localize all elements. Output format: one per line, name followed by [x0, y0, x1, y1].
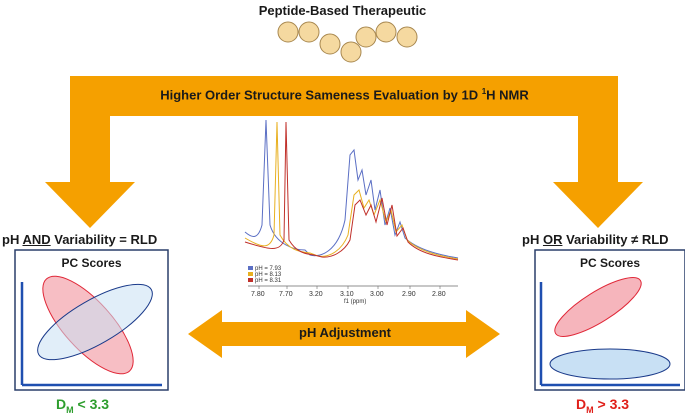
- legend-item: pH = 8.13: [248, 272, 281, 278]
- nmr-legend: pH = 7.93 pH = 8.13 pH = 8.31: [248, 266, 281, 284]
- tick-label: 3.10: [340, 291, 354, 298]
- right-panel-header: pH OR Variability ≠ RLD: [522, 232, 669, 247]
- axis-label: f1 (ppm): [344, 299, 367, 305]
- nmr-spectrum: [244, 119, 459, 289]
- workflow-arrow: [45, 76, 643, 228]
- left-panel-header: pH AND Variability = RLD: [2, 232, 157, 247]
- left-pc-panel: [14, 249, 169, 391]
- right-header-prefix: pH: [522, 232, 543, 247]
- tick-label: 2.80: [432, 291, 446, 298]
- right-header-suffix: Variability ≠ RLD: [562, 232, 669, 247]
- right-dm-number: > 3.3: [593, 396, 630, 412]
- right-header-emph: OR: [542, 232, 563, 247]
- banner-title-suffix: H NMR: [486, 87, 529, 103]
- left-header-suffix: Variability = RLD: [50, 232, 158, 247]
- left-pc-title: PC Scores: [61, 256, 122, 270]
- tick-label: 7.80: [251, 291, 265, 298]
- ph-adjustment-arrow: [188, 310, 500, 358]
- legend-swatch: [248, 278, 253, 282]
- banner-title-prefix: Higher Order Structure Sameness Evaluati…: [160, 87, 482, 103]
- left-dm-number: < 3.3: [73, 396, 110, 412]
- right-pc-title: PC Scores: [579, 256, 641, 270]
- legend-item: pH = 7.93: [248, 266, 281, 272]
- tick-label: 7.70: [279, 291, 293, 298]
- legend-label: pH = 8.31: [255, 278, 282, 284]
- left-header-emph: AND: [22, 232, 51, 247]
- tick-label: 3.20: [309, 291, 323, 298]
- left-dm-sub: M: [66, 404, 74, 415]
- blue-ellipse: [549, 348, 671, 380]
- right-pc-panel: [534, 249, 685, 391]
- banner-title: Higher Order Structure Sameness Evaluati…: [72, 87, 617, 102]
- left-dm-value: DM < 3.3: [56, 396, 109, 415]
- tick-label: 2.90: [402, 291, 416, 298]
- legend-label: pH = 8.13: [255, 272, 282, 278]
- legend-swatch: [248, 272, 253, 276]
- right-dm-sub: M: [586, 404, 594, 415]
- page-title: Peptide-Based Therapeutic: [258, 3, 427, 18]
- blue-ellipse: [37, 283, 153, 361]
- tick-label: 3.00: [370, 291, 384, 298]
- right-dm-value: DM > 3.3: [576, 396, 629, 415]
- legend-swatch: [248, 266, 253, 270]
- right-dm-label: D: [576, 396, 587, 412]
- ph-adjustment-label: pH Adjustment: [299, 325, 391, 340]
- red-ellipse: [554, 277, 642, 337]
- legend-label: pH = 7.93: [255, 266, 282, 272]
- legend-item: pH = 8.31: [248, 278, 281, 284]
- peptide-icon: [277, 21, 418, 63]
- left-header-prefix: pH: [2, 232, 23, 247]
- banner-title-superscript: 1: [481, 87, 487, 96]
- left-dm-label: D: [56, 396, 67, 412]
